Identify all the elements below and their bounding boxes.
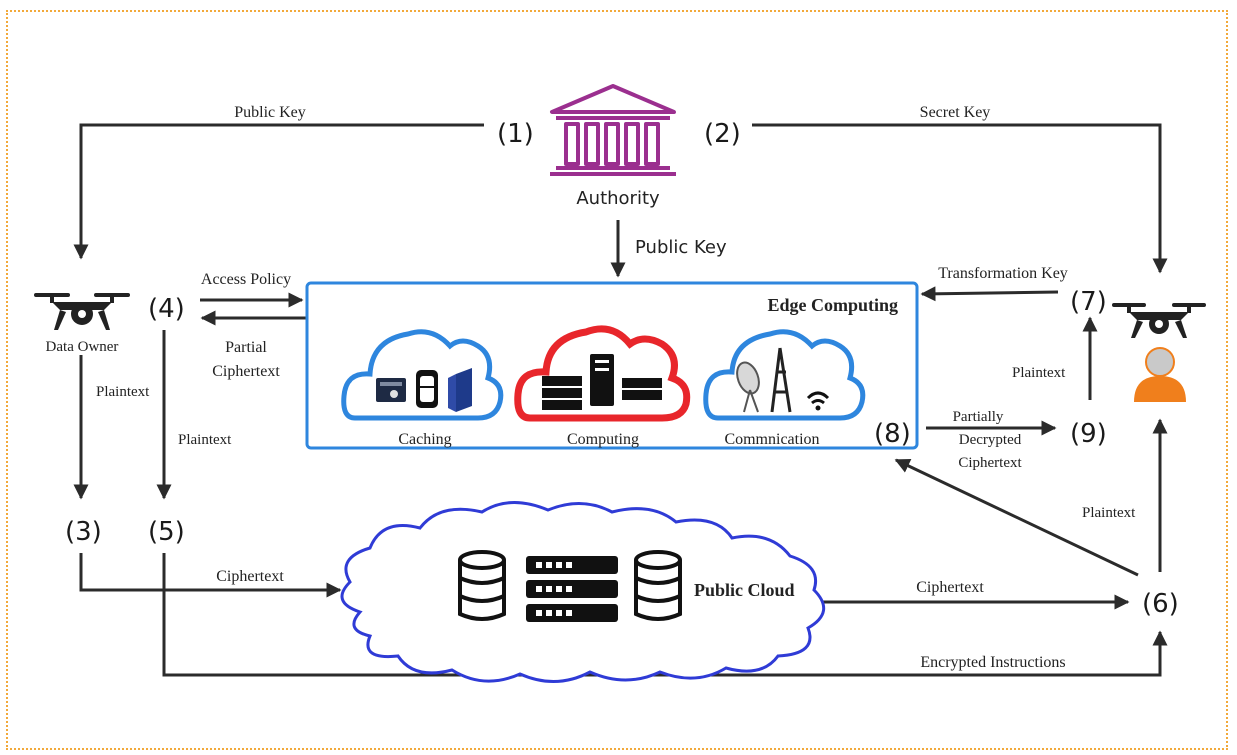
arrow-transformation-key bbox=[920, 286, 1059, 302]
step-9: (9) bbox=[1070, 419, 1107, 449]
drone-icon-owner bbox=[34, 293, 130, 330]
label-ciphertext: Ciphertext bbox=[212, 363, 280, 380]
database-icon-left bbox=[458, 550, 506, 621]
label-ciphertext-partial: Ciphertext bbox=[958, 455, 1022, 471]
label-plaintext-owner: Plaintext bbox=[96, 384, 150, 400]
label-ciphertext-left: Ciphertext bbox=[216, 568, 284, 585]
computing-cloud-icon bbox=[514, 325, 691, 422]
step-3: (3) bbox=[65, 517, 102, 547]
label-access-policy: Access Policy bbox=[201, 271, 291, 288]
caching-cloud-icon bbox=[341, 329, 504, 421]
label-plaintext-user: Plaintext bbox=[1012, 365, 1066, 381]
caching-label: Caching bbox=[398, 431, 451, 448]
label-public-key-edge: Public Key bbox=[635, 237, 727, 258]
step-6: (6) bbox=[1142, 589, 1179, 619]
label-partial: Partial bbox=[225, 339, 267, 356]
data-owner-label: Data Owner bbox=[46, 339, 119, 355]
authority-label: Authority bbox=[576, 188, 660, 209]
edge-computing-box bbox=[305, 281, 919, 450]
computing-label: Computing bbox=[567, 431, 639, 448]
step-1: (1) bbox=[497, 119, 534, 149]
public-cloud-title: Public Cloud bbox=[694, 580, 795, 600]
label-encrypted-instructions: Encrypted Instructions bbox=[920, 654, 1065, 671]
step-2: (2) bbox=[704, 119, 741, 149]
edge-computing-title: Edge Computing bbox=[767, 295, 898, 315]
step-7: (7) bbox=[1070, 287, 1107, 317]
user-icon bbox=[1134, 347, 1186, 402]
arrow-3-to-cloud bbox=[79, 553, 342, 598]
label-ciphertext-right: Ciphertext bbox=[916, 579, 984, 596]
label-public-key-owner: Public Key bbox=[234, 104, 306, 121]
server-rack-icon bbox=[526, 556, 618, 622]
drone-icon-user bbox=[1112, 303, 1206, 338]
label-plaintext-6: Plaintext bbox=[1082, 505, 1136, 521]
label-secret-key: Secret Key bbox=[920, 104, 991, 121]
authority-icon bbox=[550, 84, 676, 176]
arrow-6-to-8 bbox=[894, 458, 1139, 577]
label-decrypted: Decrypted bbox=[959, 432, 1022, 448]
communication-label: Commnication bbox=[724, 431, 819, 448]
diagram-frame bbox=[6, 10, 1228, 750]
step-4: (4) bbox=[148, 294, 185, 324]
label-transformation-key: Transformation Key bbox=[938, 265, 1068, 282]
database-icon-right bbox=[634, 550, 682, 621]
communication-cloud-icon bbox=[703, 329, 866, 421]
label-partially: Partially bbox=[953, 409, 1004, 425]
step-5: (5) bbox=[148, 517, 185, 547]
label-plaintext-4: Plaintext bbox=[178, 432, 232, 448]
arrow-secret-key-user bbox=[752, 123, 1168, 274]
arrow-encrypted-instructions bbox=[162, 553, 1168, 677]
arrow-public-key-owner bbox=[73, 123, 484, 260]
step-8: (8) bbox=[874, 419, 911, 449]
